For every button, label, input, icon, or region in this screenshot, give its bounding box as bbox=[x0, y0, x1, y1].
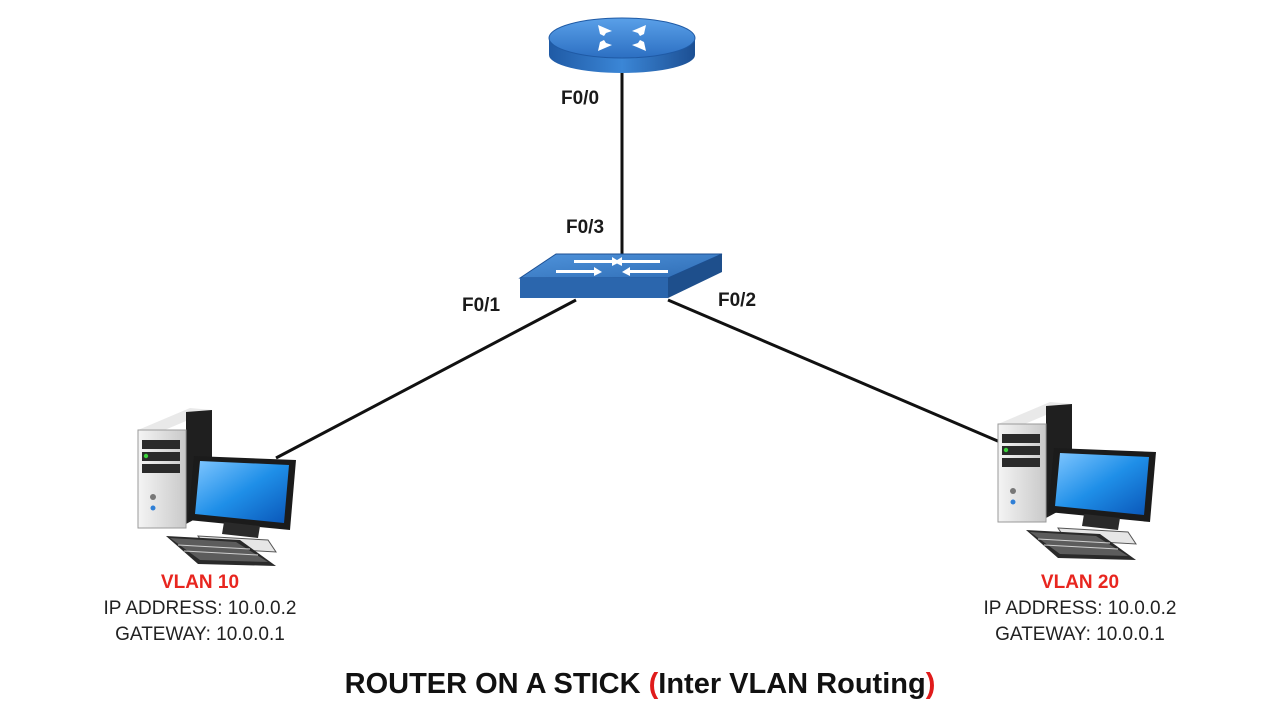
vlan-label: VLAN 10 bbox=[160, 572, 240, 593]
caption-open-paren: ( bbox=[648, 668, 659, 700]
link-switch-pc2 bbox=[667, 298, 1001, 444]
caption-sub: Inter VLAN Routing bbox=[658, 668, 926, 700]
caption-main: ROUTER ON A STICK bbox=[344, 668, 649, 700]
ip-address-text: IP ADDRESS: 10.0.0.2 bbox=[103, 598, 297, 620]
port-label-router-f00: F0/0 bbox=[561, 88, 600, 109]
gateway-text: GATEWAY: 10.0.0.1 bbox=[115, 624, 285, 646]
host-info-vlan10: VLAN 10 IP ADDRESS: 10.0.0.2 GATEWAY: 10… bbox=[50, 570, 350, 649]
switch-icon bbox=[518, 253, 723, 298]
port-label-switch-f01: F0/1 bbox=[462, 295, 501, 316]
port-label-switch-f02: F0/2 bbox=[718, 290, 757, 311]
diagram-caption: ROUTER ON A STICK (Inter VLAN Routing) bbox=[0, 668, 1280, 701]
port-label-switch-f03: F0/3 bbox=[566, 217, 605, 238]
desktop-computer-icon-1 bbox=[137, 408, 296, 566]
desktop-computer-icon-2 bbox=[997, 402, 1156, 560]
host-info-vlan20: VLAN 20 IP ADDRESS: 10.0.0.2 GATEWAY: 10… bbox=[930, 570, 1230, 649]
vlan-label: VLAN 20 bbox=[1040, 572, 1120, 593]
router-icon bbox=[548, 17, 696, 73]
link-switch-pc1 bbox=[275, 298, 577, 460]
gateway-text: GATEWAY: 10.0.0.1 bbox=[995, 624, 1165, 646]
caption-close-paren: ) bbox=[925, 668, 936, 700]
ip-address-text: IP ADDRESS: 10.0.0.2 bbox=[983, 598, 1177, 620]
